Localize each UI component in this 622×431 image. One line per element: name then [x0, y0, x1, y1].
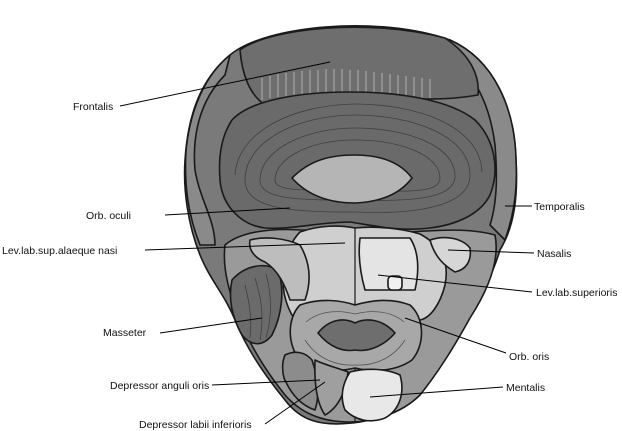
leader-frontalis: [119, 61, 331, 107]
label-mentalis: Mentalis: [506, 382, 545, 394]
label-temporalis: Temporalis: [534, 201, 585, 213]
leader-orb-oculi: [164, 207, 291, 216]
mentalis-muscle: [341, 368, 403, 422]
lev-lab-superioris-muscle: [358, 237, 419, 291]
leader-mentalis: [369, 386, 504, 398]
label-nasalis: Nasalis: [537, 248, 571, 260]
orb-oculi-fibers: [234, 103, 483, 213]
lips: [317, 319, 396, 352]
orb-oris-fibers: [304, 311, 406, 366]
leader-depressor-anguli-oris: [211, 379, 321, 386]
temporalis-muscle-left: [184, 54, 231, 246]
temporalis-muscle-right: [449, 39, 518, 241]
label-depressor-labii-inferioris: Depressor labii inferioris: [139, 419, 252, 431]
label-lev-lab-superioris: Lev.lab.superioris: [536, 287, 618, 299]
label-frontalis: Frontalis: [73, 101, 113, 113]
nose-nostril: [387, 275, 403, 291]
leader-nasalis: [447, 249, 535, 254]
leader-lev-lab-superioris: [377, 274, 533, 293]
leader-lev-lab-sup-alaeque-nasi: [144, 242, 346, 251]
eye-opening: [291, 154, 413, 204]
label-lev-lab-sup-alaeque-nasi: Lev.lab.sup.alaeque nasi: [2, 245, 117, 257]
nasalis-muscle: [429, 236, 472, 273]
masseter-fibers: [244, 273, 271, 341]
depressor-labii-inferioris-muscle: [314, 359, 349, 416]
label-depressor-anguli-oris: Depressor anguli oris: [110, 380, 209, 392]
label-masseter: Masseter: [103, 327, 147, 339]
leader-masseter: [159, 317, 263, 334]
label-orb-oris: Orb. oris: [509, 351, 549, 363]
lev-lab-sup-alaeque-nasi-muscle: [248, 237, 310, 301]
masseter-muscle: [229, 264, 283, 345]
leader-depressor-labii-inferioris: [264, 381, 326, 425]
leader-orb-oris: [404, 317, 507, 354]
label-orb-oculi: Orb. oculi: [86, 210, 131, 222]
